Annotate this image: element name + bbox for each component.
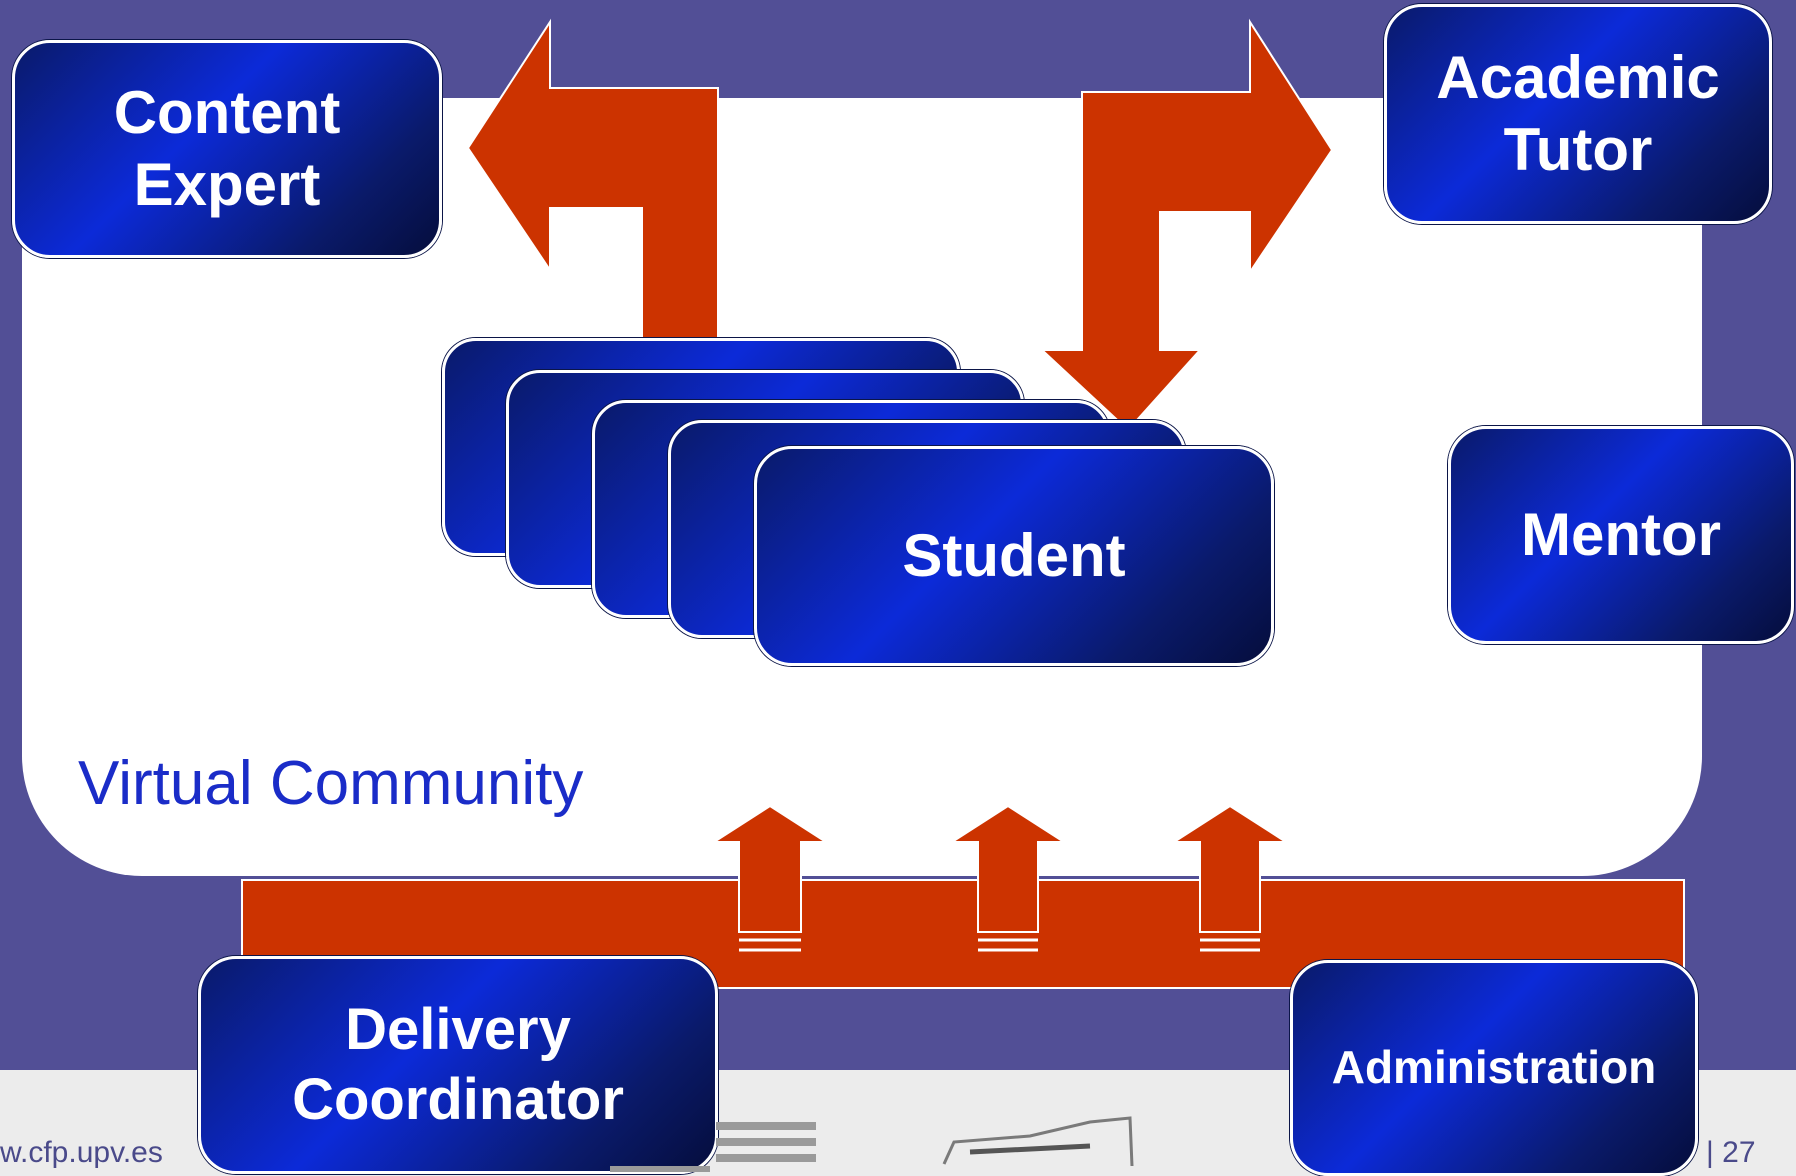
academic-tutor-label: Academic Tutor: [1436, 44, 1720, 183]
delivery-coordinator-label: Delivery Coordinator: [292, 997, 624, 1132]
delivery-coordinator-box: Delivery Coordinator: [198, 956, 718, 1174]
arrow-academic-tutor-student: [1039, 18, 1334, 432]
administration-label: Administration: [1331, 1041, 1657, 1094]
arrow-to-content-expert: [466, 18, 719, 341]
content-expert-box: Content Expert: [12, 40, 442, 258]
virtual-community-label: Virtual Community: [78, 749, 584, 818]
student-box: Student: [754, 446, 1274, 666]
administration-box: Administration: [1290, 960, 1698, 1176]
mentor-box: Mentor: [1448, 426, 1794, 644]
up-arrow-1: [710, 804, 830, 952]
academic-tutor-box: Academic Tutor: [1384, 4, 1772, 224]
footer-url[interactable]: w.cfp.upv.es: [0, 1136, 163, 1169]
student-label: Student: [902, 522, 1126, 589]
mentor-label: Mentor: [1521, 501, 1721, 568]
content-expert-label: Content Expert: [113, 79, 341, 218]
university-logo-icon: [610, 1122, 816, 1172]
up-arrow-3: [1170, 804, 1290, 952]
up-arrow-2: [948, 804, 1068, 952]
building-logo-icon: [942, 1116, 1134, 1167]
page-number: | 27: [1706, 1136, 1756, 1169]
